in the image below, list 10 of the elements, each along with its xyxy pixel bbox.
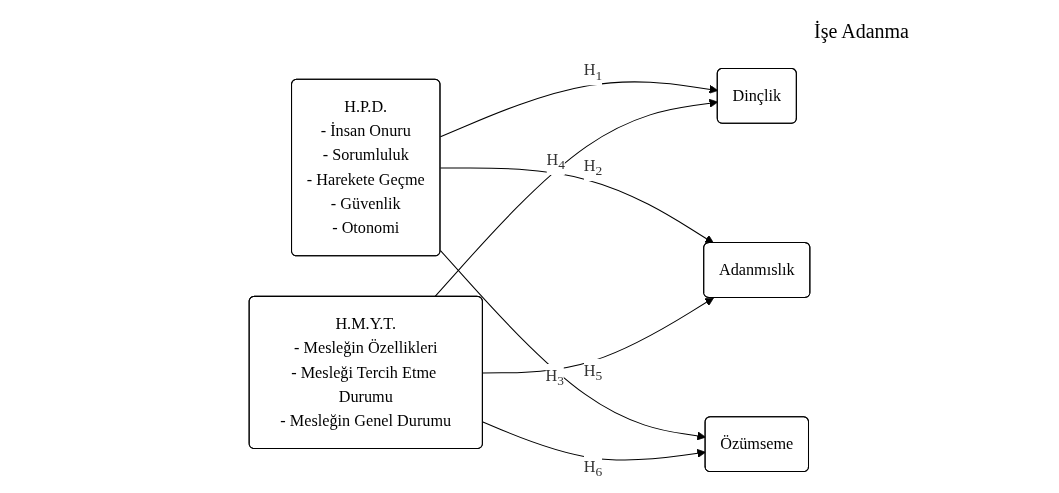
edge-label: H$_{6}$ [583,457,603,479]
edge-label: H$_{2}$ [583,156,603,179]
arrow [440,167,714,244]
arrow [482,421,706,461]
arrow [440,250,706,441]
edge-label: H$_{5}$ [583,361,603,384]
edge-label: H$_{1}$ [583,61,603,83]
edge-label: H$_{3}$ [545,367,565,389]
group-heading: İşe Adanma [814,20,909,43]
edge-label: H$_{4}$ [546,150,566,173]
